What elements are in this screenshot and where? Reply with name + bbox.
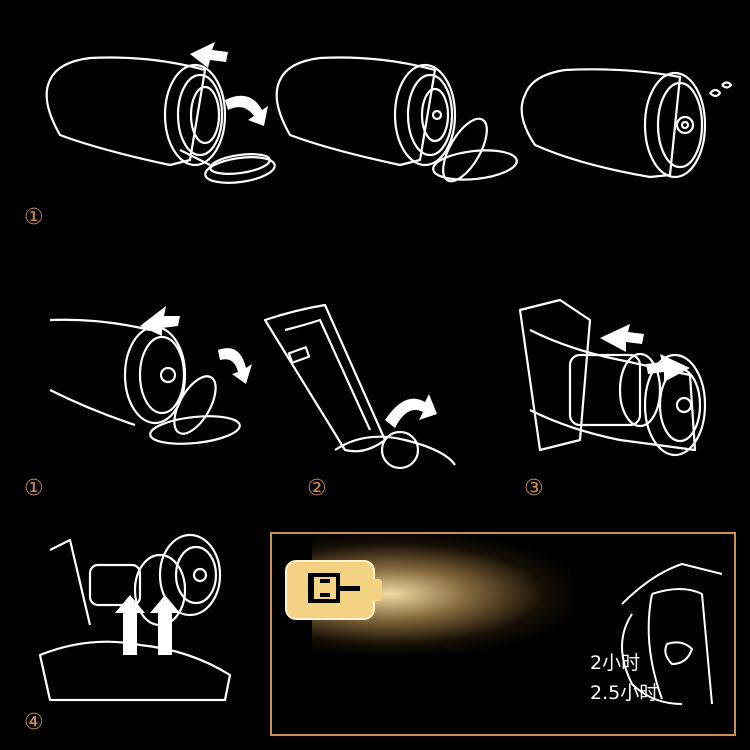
charge-time-1: 2小时 [590,652,641,674]
device-illustration-battery-push [38,533,232,702]
device-illustration-battery-insert [518,298,707,457]
step-number-2-row2: ② [307,476,327,501]
device-illustration-battery-cover [263,303,456,470]
step-number-3-row2: ③ [524,476,544,501]
device-illustration-closing-lid [275,56,518,183]
device-illustration-open-lid [45,42,276,184]
illustration-row-3: ④ [0,530,270,750]
illustration-row-2: ① ② ③ [0,270,750,510]
step-number-1-row2: ① [24,476,44,501]
battery-plug-icon [285,560,382,620]
charge-time-2: 2.5小时 [590,682,659,704]
device-illustration-closed [520,68,733,179]
device-illustration-open-lid-closeup [49,306,252,445]
illustration-row-1: ① [0,0,750,240]
charging-info-box: 2小时 2.5小时 [270,532,736,736]
step-number-4-row3: ④ [24,710,44,735]
step-number-1-row1: ① [24,205,44,230]
device-illustration-charging [621,563,723,705]
